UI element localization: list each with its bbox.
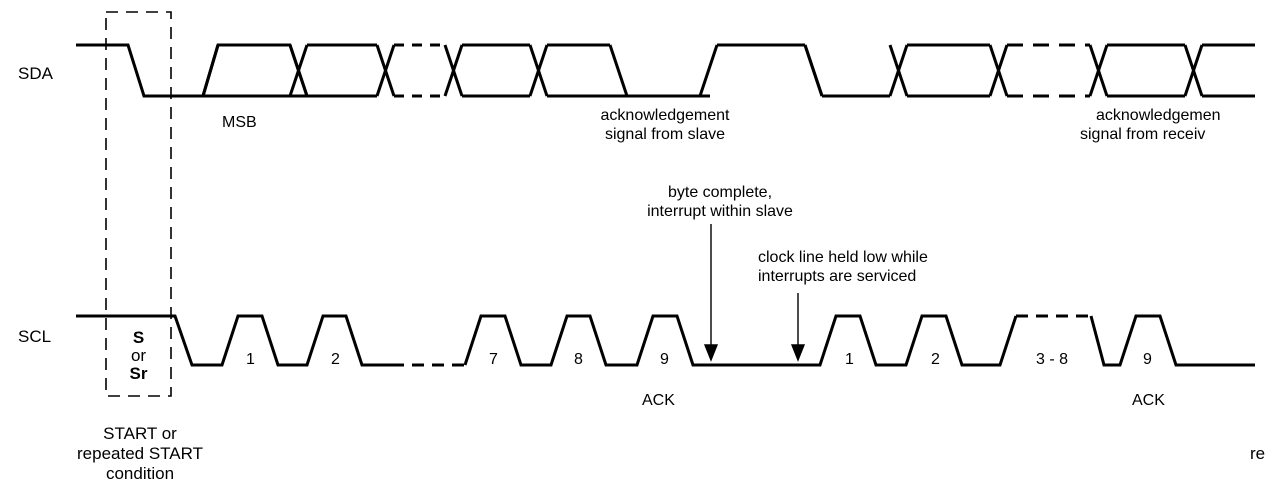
pulse-label-7: 7 <box>489 351 498 368</box>
sda-waveform <box>76 43 396 98</box>
pulse-label-9: 9 <box>660 351 669 368</box>
start-condition-box <box>105 11 172 397</box>
byte-complete-note: byte complete, interrupt within slave <box>647 184 793 220</box>
ack-slave-label: acknowledgement signal from slave <box>600 107 730 143</box>
start-condition-caption: START or repeated START condition <box>77 424 203 483</box>
scl-label: SCL <box>18 327 52 346</box>
sda-bits-7-9 <box>443 43 1009 98</box>
sda-dotted-gap-1 <box>394 43 445 98</box>
edge-text-fragment: re <box>1250 444 1266 463</box>
sda-final-bits <box>1088 43 1255 98</box>
clock-held-note: clock line held low while interrupts are… <box>758 249 928 285</box>
pulse-label-3-8: 3 - 8 <box>1036 351 1069 368</box>
pulse-label-8: 8 <box>574 351 583 368</box>
pulse-label-9b: 9 <box>1143 351 1152 368</box>
ack-label-1: ACK <box>642 392 675 409</box>
byte-complete-arrow <box>703 224 719 362</box>
pulse-label-1b: 1 <box>845 351 854 368</box>
scl-dashed-gaps <box>392 314 1091 367</box>
clock-held-arrow <box>790 293 806 362</box>
msb-label: MSB <box>222 114 257 131</box>
scl-waveform <box>76 314 1255 367</box>
ack-receiver-label: acknowledgemen signal from receiv <box>1080 107 1221 143</box>
pulse-label-2b: 2 <box>931 351 940 368</box>
pulse-label-2: 2 <box>331 351 340 368</box>
pulse-label-1: 1 <box>246 351 255 368</box>
ack-label-2: ACK <box>1132 392 1165 409</box>
sda-dashed-gap-2 <box>1007 43 1090 98</box>
start-box-text: S or Sr <box>129 328 148 383</box>
sda-label: SDA <box>18 64 53 83</box>
